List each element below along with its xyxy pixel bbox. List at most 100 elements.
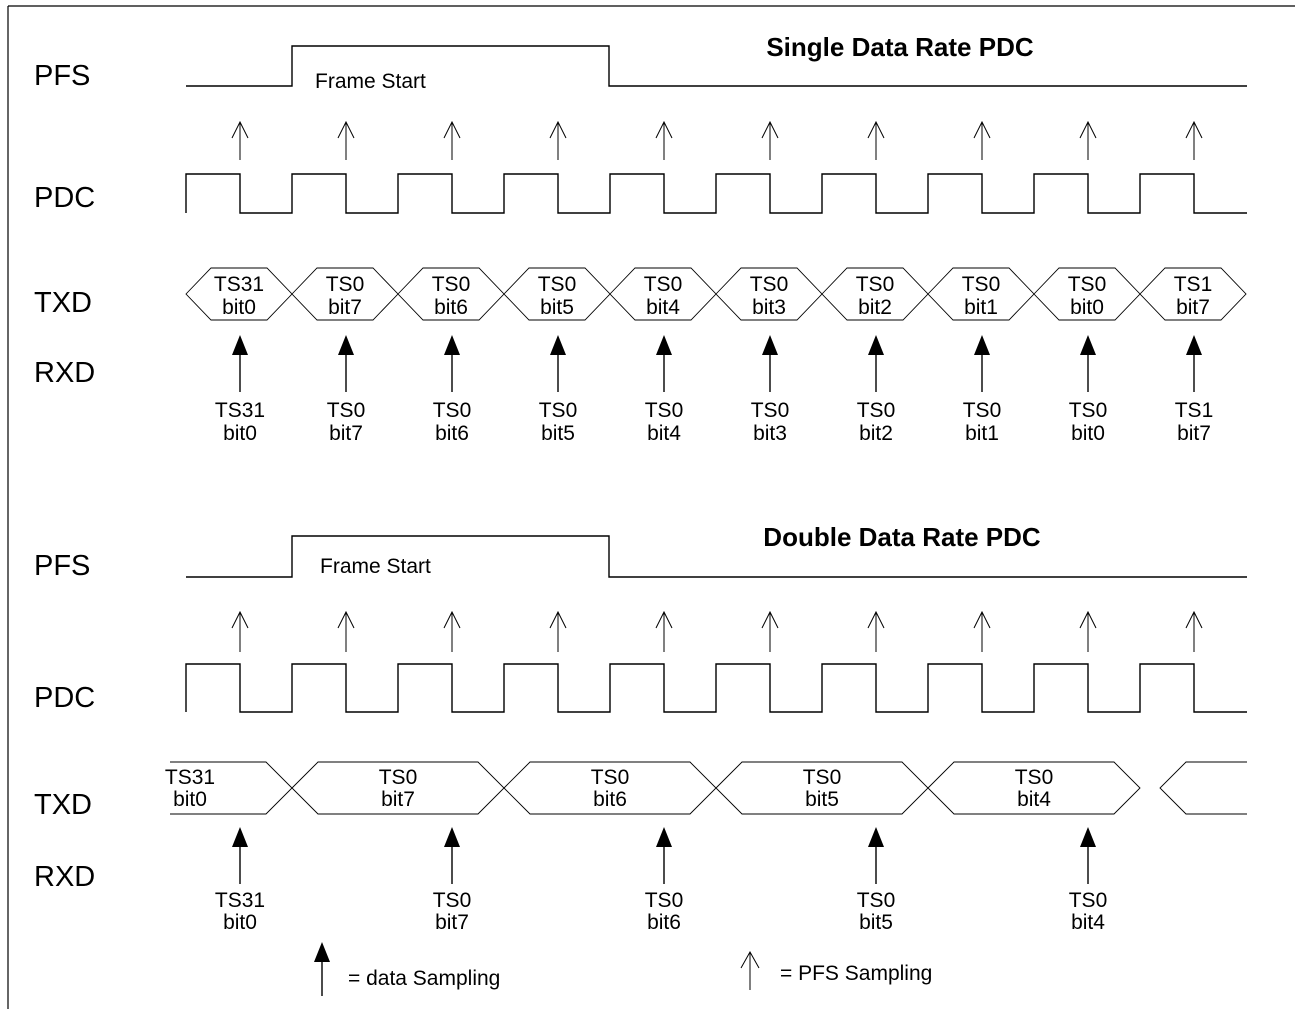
rxd-label-slot: TS0: [327, 399, 366, 422]
rxd-label-bit: bit5: [859, 911, 893, 934]
single-txd-label: TXD: [34, 287, 92, 319]
txd-cell-slot: TS0: [538, 273, 577, 296]
rxd-label-bit: bit6: [435, 422, 469, 445]
pfs-sampling-arrow-icon: [443, 610, 461, 652]
pfs-sampling-arrow-icon: [1079, 610, 1097, 652]
double-pdc-label: PDC: [34, 682, 95, 714]
pfs-sampling-arrow-icon: [655, 610, 673, 652]
txd-cell-bit: bit6: [593, 788, 627, 811]
single-pdc-clock-waveform: [185, 173, 1247, 214]
pfs-sampling-arrow-icon: [973, 120, 991, 160]
data-sampling-arrow-icon: [314, 942, 330, 996]
data-sampling-arrow-icon: [656, 827, 672, 884]
pfs-sampling-arrow-icon: [655, 120, 673, 160]
txd-cell-bit: bit3: [752, 296, 786, 319]
rxd-label-bit: bit3: [753, 422, 787, 445]
txd-cell-slot: TS0: [803, 766, 842, 789]
pfs-sampling-arrow-icon: [867, 120, 885, 160]
txd-cell-slot: TS0: [1015, 766, 1054, 789]
pfs-sampling-arrow-icon: [231, 610, 249, 652]
rxd-label-bit: bit4: [1071, 911, 1105, 934]
data-sampling-arrow-icon: [1080, 827, 1096, 884]
txd-cell-bit: bit0: [173, 788, 207, 811]
rxd-label-bit: bit7: [435, 911, 469, 934]
rxd-label-slot: TS0: [751, 399, 790, 422]
txd-cell-slot: TS0: [750, 273, 789, 296]
data-sampling-arrow-icon: [1080, 335, 1096, 392]
rxd-label-slot: TS0: [433, 889, 472, 912]
double-pfs-waveform: [186, 535, 1247, 578]
txd-cell-bit: bit5: [805, 788, 839, 811]
data-sampling-arrow-icon: [762, 335, 778, 392]
single-frame-start-label: Frame Start: [315, 70, 426, 93]
single-rate-title: Single Data Rate PDC: [766, 32, 1034, 62]
pfs-sampling-arrow-icon: [1185, 120, 1203, 160]
pfs-sampling-arrow-icon: [761, 120, 779, 160]
data-sampling-arrow-icon: [1186, 335, 1202, 392]
frame-border: [7, 5, 1295, 1009]
txd-cell-bit: bit7: [1176, 296, 1210, 319]
legend-pfs-sampling-text: = PFS Sampling: [780, 962, 932, 985]
rxd-label-slot: TS0: [857, 889, 896, 912]
txd-cell-bit: bit5: [540, 296, 574, 319]
txd-cell-slot: TS31: [165, 766, 215, 789]
pfs-sampling-arrow-icon: [549, 610, 567, 652]
data-sampling-arrow-icon: [444, 335, 460, 392]
txd-cell-slot: TS0: [591, 766, 630, 789]
txd-cell-bit: bit4: [646, 296, 680, 319]
txd-cell-slot: TS0: [432, 273, 471, 296]
pfs-sampling-arrow-icon: [1185, 610, 1203, 652]
txd-cell-slot: TS0: [644, 273, 683, 296]
rxd-label-bit: bit0: [223, 422, 257, 445]
txd-trailing-cell: [1159, 761, 1247, 815]
double-frame-start-label: Frame Start: [320, 555, 431, 578]
pfs-sampling-arrow-icon: [337, 610, 355, 652]
double-pfs-sampling-arrows: [231, 610, 1203, 652]
pfs-sampling-arrow-icon: [337, 120, 355, 160]
rxd-label-bit: bit0: [223, 911, 257, 934]
pfs-sampling-arrow-icon: [973, 610, 991, 652]
txd-cell-bit: bit7: [381, 788, 415, 811]
txd-cell-bit: bit6: [434, 296, 468, 319]
rxd-label-slot: TS0: [857, 399, 896, 422]
rxd-label-slot: TS31: [215, 889, 265, 912]
pfs-sampling-arrow-icon: [443, 120, 461, 160]
rxd-label-bit: bit1: [965, 422, 999, 445]
rxd-label-slot: TS0: [539, 399, 578, 422]
single-pfs-sampling-arrows: [231, 120, 1203, 160]
data-sampling-arrow-icon: [974, 335, 990, 392]
rxd-label-slot: TS1: [1175, 399, 1214, 422]
data-sampling-arrow-icon: [868, 827, 884, 884]
txd-cell-slot: TS1: [1174, 273, 1213, 296]
single-pfs-label: PFS: [34, 60, 90, 92]
data-sampling-arrow-icon: [232, 827, 248, 884]
double-rate-title: Double Data Rate PDC: [763, 522, 1041, 552]
rxd-label-slot: TS0: [645, 889, 684, 912]
txd-cell-slot: TS0: [326, 273, 365, 296]
rxd-label-bit: bit4: [647, 422, 681, 445]
rxd-label-slot: TS0: [645, 399, 684, 422]
pfs-sampling-arrow-icon: [761, 610, 779, 652]
